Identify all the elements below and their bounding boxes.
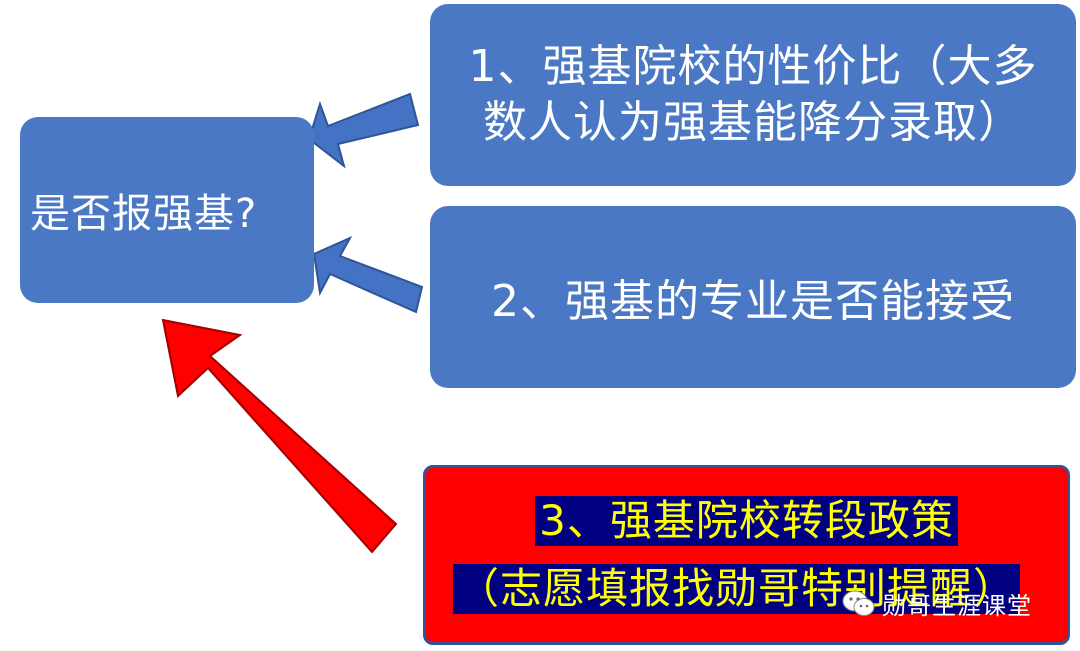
factor-3-line-1: 3、强基院校转段政策 bbox=[535, 496, 958, 546]
factor-box-3: 3、强基院校转段政策 （志愿填报找勋哥特别提醒） bbox=[423, 465, 1070, 645]
factor-3-line-2: （志愿填报找勋哥特别提醒） bbox=[452, 564, 1020, 614]
watermark: 勋哥生涯课堂 bbox=[842, 586, 1032, 621]
main-question-label: 是否报强基? bbox=[30, 191, 258, 237]
factor-box-1: 1、强基院校的性价比（大多 数人认为强基能降分录取） bbox=[430, 4, 1076, 186]
arrow-box3-to-main bbox=[161, 318, 398, 554]
factor-1-line-2: 数人认为强基能降分录取） bbox=[483, 97, 1023, 148]
factor-box-2: 2、强基的专业是否能接受 bbox=[430, 206, 1076, 388]
arrow-box1-to-main bbox=[307, 92, 420, 169]
main-question-box: 是否报强基? bbox=[20, 117, 314, 303]
factor-1-line-1: 1、强基院校的性价比（大多 bbox=[468, 41, 1038, 92]
wechat-icon bbox=[842, 590, 875, 616]
watermark-text: 勋哥生涯课堂 bbox=[882, 592, 1032, 620]
factor-2-label: 2、强基的专业是否能接受 bbox=[491, 276, 1015, 327]
arrow-box2-to-main bbox=[312, 235, 424, 314]
